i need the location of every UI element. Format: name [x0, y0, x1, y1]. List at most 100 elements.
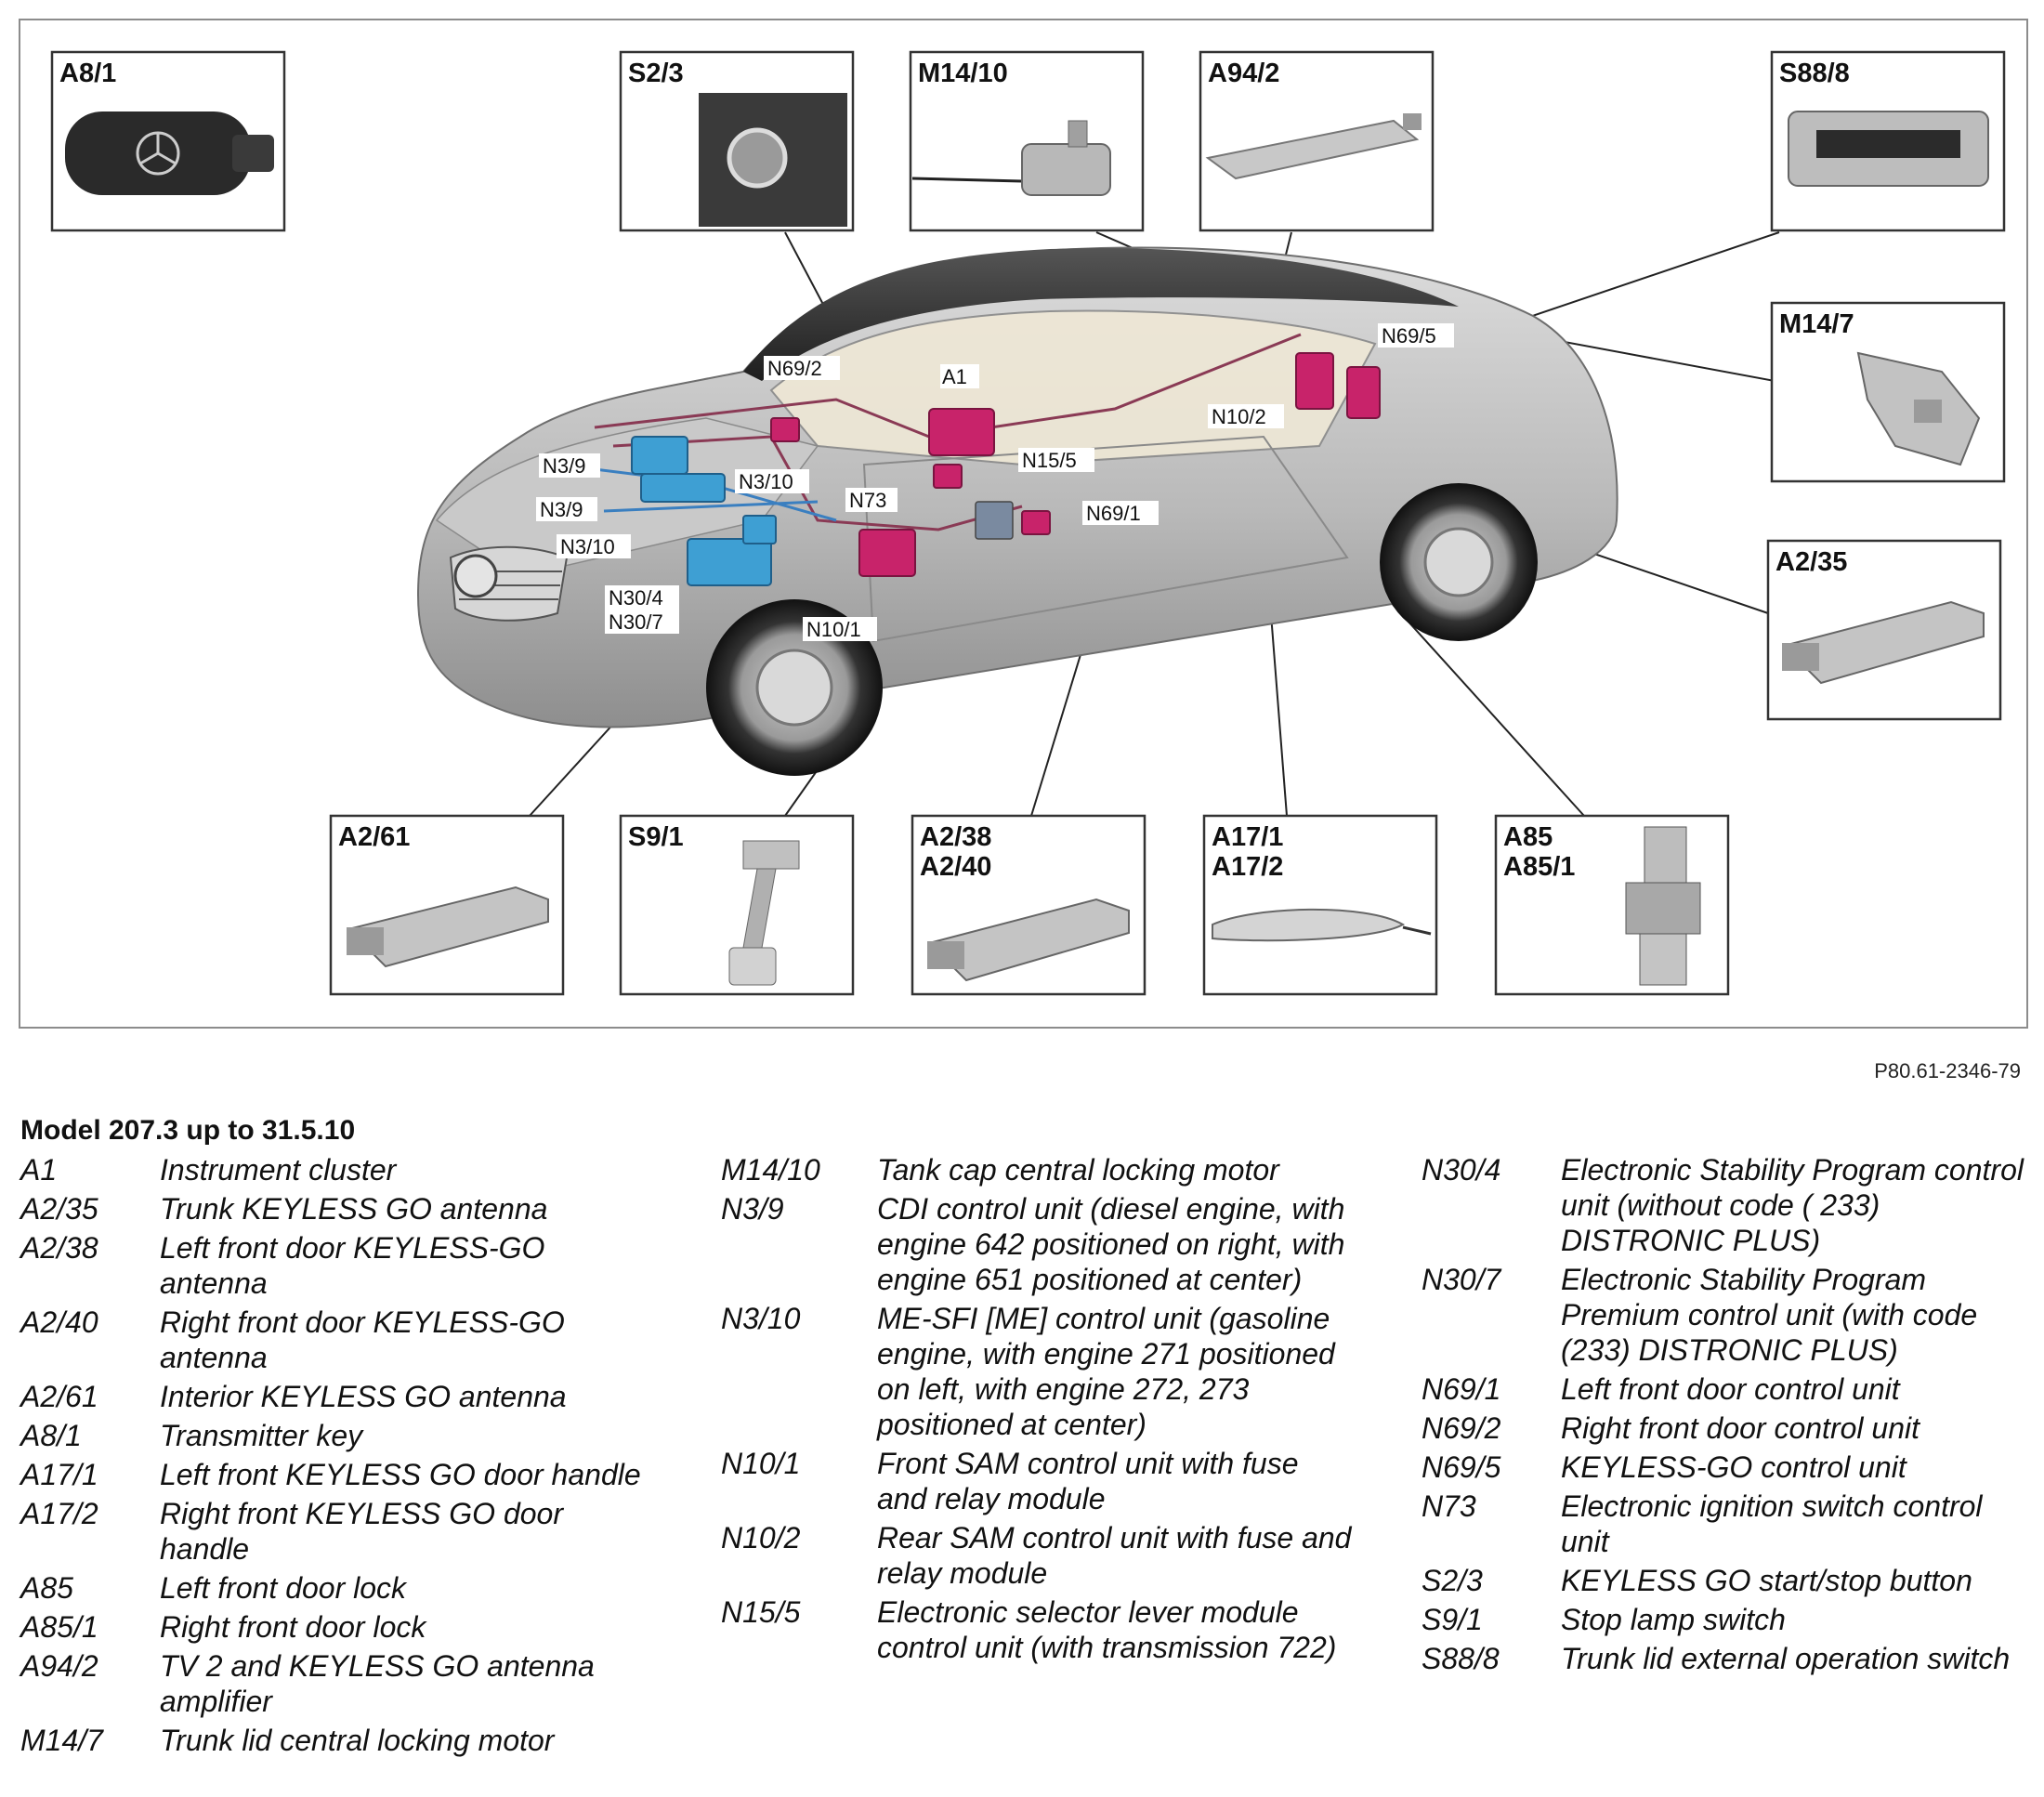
legend-description: Right front door KEYLESS-GO antenna	[160, 1305, 565, 1374]
legend-code: A2/40	[20, 1305, 98, 1339]
legend-code: N3/9	[721, 1192, 784, 1226]
svg-text:N73: N73	[849, 489, 886, 512]
legend-code: N30/4	[1422, 1153, 1501, 1187]
car-illustration	[416, 246, 1618, 776]
legend-code: N73	[1422, 1489, 1476, 1523]
component-box-a2-61: A2/61	[329, 814, 565, 996]
vehicle-diagram: N69/2 A1 N69/5 N10/2 N15/5 N3/9 N3/9 N3/…	[50, 50, 2006, 996]
legend-code: S2/3	[1422, 1564, 1483, 1597]
legend-row: A85/1 Right front door lock	[20, 1609, 652, 1645]
door-lock-icon	[1625, 826, 1701, 986]
legend-description: Transmitter key	[160, 1419, 363, 1452]
callout-labels: N69/2 A1 N69/5 N10/2 N15/5 N3/9 N3/9 N3/…	[536, 323, 1454, 641]
svg-text:N3/9: N3/9	[543, 454, 585, 478]
car-roof	[743, 248, 1459, 381]
component-box-s9-1: S9/1	[619, 814, 855, 996]
control-units-cabin	[770, 352, 1381, 577]
legend-code: A17/1	[20, 1458, 98, 1491]
antenna-bar-icon	[1782, 600, 1985, 685]
svg-text:A85: A85	[1503, 822, 1553, 852]
antenna-bar-icon	[927, 898, 1130, 982]
svg-text:N3/9: N3/9	[540, 498, 583, 521]
legend-code: N69/5	[1422, 1450, 1501, 1484]
svg-text:A2/38: A2/38	[920, 822, 991, 852]
svg-text:A8/1: A8/1	[59, 59, 116, 88]
legend-code: S9/1	[1422, 1603, 1483, 1636]
callout-n69-1: N69/1	[1082, 501, 1159, 525]
legend-code: N10/1	[721, 1447, 801, 1480]
legend-title: Model 207.3 up to 31.5.10	[20, 1115, 356, 1146]
control-units-engine	[631, 436, 777, 586]
component-box-a17-1: A17/1 A17/2	[1202, 814, 1438, 996]
legend-description: Stop lamp switch	[1561, 1603, 1786, 1636]
svg-text:A1: A1	[942, 365, 967, 388]
trunk-switch-icon	[1788, 111, 1989, 187]
legend-description: Left front door KEYLESS-GO antenna	[160, 1231, 545, 1300]
callout-n69-5: N69/5	[1378, 323, 1454, 348]
callout-n69-2: N69/2	[764, 356, 840, 380]
svg-text:A17/2: A17/2	[1212, 852, 1283, 882]
callout-n30-7: N30/7	[605, 610, 679, 634]
legend-code: A85	[20, 1571, 73, 1605]
svg-text:A2/40: A2/40	[920, 852, 991, 882]
callout-n3-9-a: N3/9	[539, 453, 600, 478]
locking-motor-icon	[1856, 351, 1981, 466]
svg-text:A2/35: A2/35	[1775, 547, 1847, 577]
door-outline	[862, 435, 1349, 643]
legend-row: A17/1 Left front KEYLESS GO door handle	[20, 1457, 652, 1492]
front-wheel	[706, 599, 883, 776]
legend-description: Trunk lid external operation switch	[1561, 1642, 2011, 1675]
legend-description: Right front door lock	[160, 1610, 426, 1644]
svg-text:S9/1: S9/1	[628, 822, 684, 852]
svg-text:S88/8: S88/8	[1779, 59, 1850, 88]
component-box-a94-2: A94/2	[1199, 50, 1435, 232]
component-box-m14-10: M14/10	[909, 50, 1145, 232]
legend-row: S2/3 KEYLESS GO start/stop button	[1422, 1563, 2025, 1598]
callout-a1: A1	[940, 364, 979, 388]
component-box-s2-3: S2/3	[619, 50, 855, 232]
legend-description: KEYLESS GO start/stop button	[1561, 1564, 1972, 1597]
callout-n30-4: N30/4	[605, 585, 679, 610]
legend-description: Left front KEYLESS GO door handle	[160, 1458, 641, 1491]
svg-text:N10/1: N10/1	[806, 618, 861, 641]
legend-row: S9/1 Stop lamp switch	[1422, 1602, 2025, 1637]
callout-n3-9-b: N3/9	[536, 497, 597, 521]
component-box-a2-38: A2/38 A2/40	[911, 814, 1146, 996]
svg-text:A2/61: A2/61	[338, 822, 410, 852]
legend-code: N3/10	[721, 1302, 801, 1335]
legend-row: A8/1 Transmitter key	[20, 1418, 652, 1453]
legend-code: A8/1	[20, 1419, 82, 1452]
legend-code: N30/7	[1422, 1263, 1501, 1296]
actuator-motor-icon	[911, 120, 1111, 196]
legend-code: A1	[20, 1153, 58, 1187]
callout-n3-10-b: N3/10	[557, 534, 631, 558]
legend-code: A17/2	[20, 1497, 98, 1530]
legend-description: Electronic selector lever module control…	[877, 1595, 1337, 1664]
legend-description: Rear SAM control unit with fuse and rela…	[877, 1521, 1352, 1590]
legend-description: Trunk lid central locking motor	[160, 1724, 555, 1757]
component-box-a8-1: A8/1	[50, 50, 286, 232]
callout-n10-1: N10/1	[803, 617, 877, 641]
legend-description: Right front KEYLESS GO door handle	[160, 1497, 563, 1566]
legend-description: Tank cap central locking motor	[877, 1153, 1279, 1187]
svg-text:N30/4: N30/4	[609, 586, 663, 610]
svg-text:S2/3: S2/3	[628, 59, 684, 88]
callout-n15-5: N15/5	[1018, 448, 1094, 472]
legend-code: A85/1	[20, 1610, 98, 1644]
callout-n3-10-a: N3/10	[735, 469, 809, 493]
legend-description: Trunk KEYLESS GO antenna	[160, 1192, 548, 1226]
